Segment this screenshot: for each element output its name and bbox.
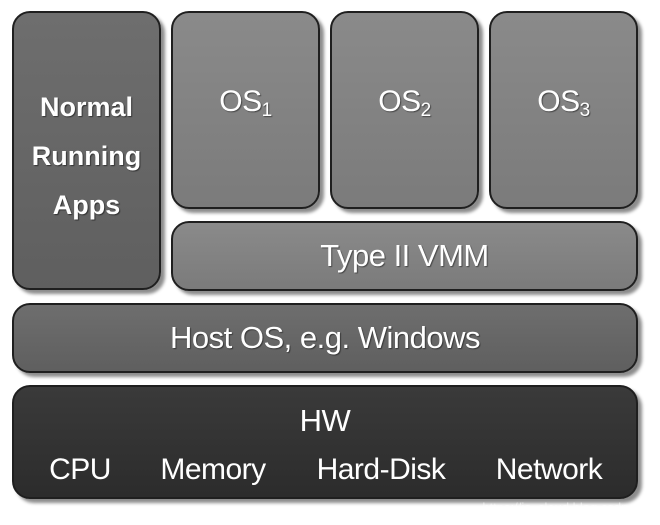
hardware-hard-disk-label: Hard-Disk: [316, 453, 446, 486]
host-os-label: Host OS, e.g. Windows: [170, 320, 480, 355]
guest-os-1-index: 1: [261, 100, 273, 121]
hardware-title: HW: [299, 403, 351, 438]
hardware-network-label: Network: [495, 453, 603, 486]
hardware-memory-label: Memory: [160, 453, 266, 486]
hardware-block: HW CPU Memory Hard-Disk Network: [12, 385, 638, 499]
guest-os-3-index: 3: [579, 100, 591, 121]
guest-os-1-label: OS1: [219, 85, 273, 122]
guest-os-2-index: 2: [420, 100, 432, 121]
apps-label-line-2: Running: [31, 141, 142, 171]
guest-os-3-label: OS3: [537, 85, 591, 122]
guest-os-1-prefix: OS: [219, 85, 262, 118]
guest-os-2-block: OS2: [330, 11, 479, 209]
guest-os-2-label: OS2: [378, 85, 432, 122]
guest-os-3-block: OS3: [489, 11, 638, 209]
type-2-vmm-block: Type II VMM: [171, 221, 638, 291]
apps-label-line-3: Apps: [52, 190, 121, 220]
source-watermark: https://js_cloud.blog.csdn.net: [482, 500, 650, 515]
guest-os-1-block: OS1: [171, 11, 320, 209]
apps-label-line-1: Normal: [39, 92, 134, 122]
hardware-cpu-label: CPU: [49, 453, 111, 486]
host-os-block: Host OS, e.g. Windows: [12, 303, 638, 373]
guest-os-3-prefix: OS: [537, 85, 580, 118]
type-2-vmm-label: Type II VMM: [320, 238, 489, 273]
normal-running-apps-block: Normal Running Apps: [12, 11, 161, 290]
normal-running-apps-label: Normal Running Apps: [32, 83, 141, 230]
guest-os-2-prefix: OS: [378, 85, 421, 118]
